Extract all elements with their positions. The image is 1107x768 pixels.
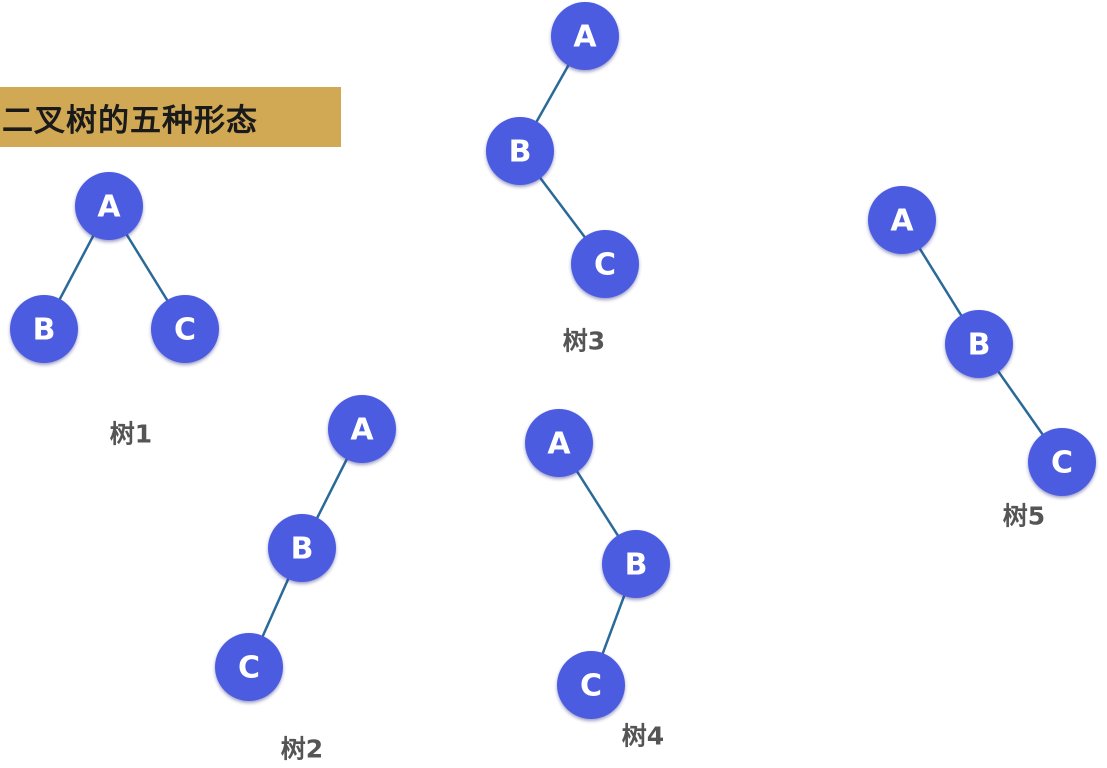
tree5-node-C-circle [1028, 428, 1096, 496]
tree4-node-B: B [602, 530, 670, 598]
tree5-node-C: C [1028, 428, 1096, 496]
tree2-node-B-label: B [291, 532, 314, 567]
tree4-node-A-label: A [547, 427, 571, 462]
tree1-node-C: C [151, 295, 219, 363]
tree5-node-A-circle [868, 186, 936, 254]
captions-layer: 树1 树2 树3 树4 树5 [110, 327, 1045, 764]
tree2-node-B-circle [268, 514, 336, 582]
tree4-node-A: A [525, 409, 593, 477]
tree5-node-A-label: A [890, 204, 914, 239]
tree3-node-A-label: A [573, 20, 597, 55]
tree4-node-B-circle [602, 530, 670, 598]
tree5-node-B-label: B [968, 328, 991, 363]
tree3-node-A-circle [551, 2, 619, 70]
tree3-node-C: C [571, 230, 639, 298]
tree4-node-C: C [557, 651, 625, 719]
tree4-caption: 树4 [622, 722, 664, 751]
tree2-node-B: B [268, 514, 336, 582]
tree5-caption: 树5 [1003, 502, 1045, 531]
tree5-node-B-circle [945, 310, 1013, 378]
tree5-node-C-label: C [1051, 446, 1073, 481]
tree5-node-A: A [868, 186, 936, 254]
tree2-node-C-label: C [238, 651, 260, 686]
tree4-node-C-circle [557, 651, 625, 719]
tree2-caption: 树2 [281, 735, 323, 764]
tree1-node-B-label: B [33, 313, 56, 348]
tree1-node-A: A [75, 172, 143, 240]
tree1-node-C-circle [151, 295, 219, 363]
tree1-node-C-label: C [174, 313, 196, 348]
tree1-node-B-circle [10, 295, 78, 363]
tree3-node-B-label: B [509, 135, 532, 170]
tree4-node-C-label: C [580, 669, 602, 704]
title-banner: 二叉树的五种形态 [0, 87, 341, 147]
tree3-node-C-label: C [594, 248, 616, 283]
tree2-node-A: A [328, 395, 396, 463]
tree1-caption: 树1 [110, 420, 152, 449]
tree4-node-B-label: B [625, 548, 648, 583]
tree2-node-C-circle [215, 633, 283, 701]
tree4-node-A-circle [525, 409, 593, 477]
tree3-node-B: B [486, 117, 554, 185]
tree1-node-A-circle [75, 172, 143, 240]
tree3-caption: 树3 [563, 327, 605, 356]
tree3-node-C-circle [571, 230, 639, 298]
nodes-layer: A B C A B C A B C A B C A B C [10, 2, 1096, 719]
tree3-node-A: A [551, 2, 619, 70]
tree2-node-C: C [215, 633, 283, 701]
tree1-node-A-label: A [97, 190, 121, 225]
tree5-node-B: B [945, 310, 1013, 378]
tree3-node-B-circle [486, 117, 554, 185]
tree2-node-A-circle [328, 395, 396, 463]
tree1-node-B: B [10, 295, 78, 363]
page-title: 二叉树的五种形态 [2, 102, 258, 139]
tree2-node-A-label: A [350, 413, 374, 448]
